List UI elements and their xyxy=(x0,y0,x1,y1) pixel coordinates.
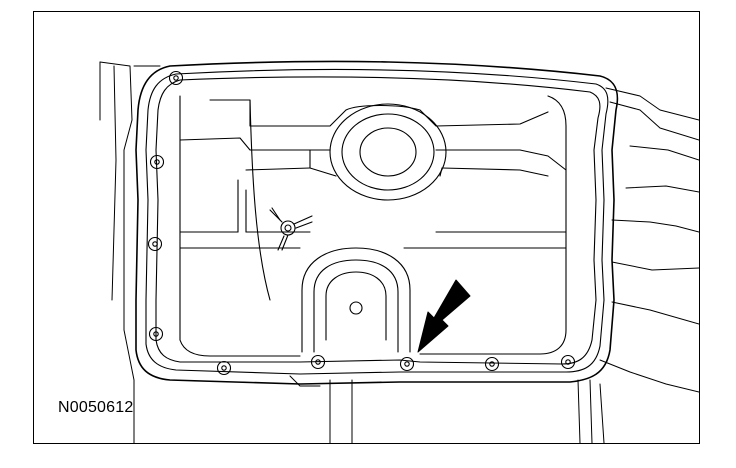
arrow-pointer-icon xyxy=(417,279,471,353)
figure-id-label: N0050612 xyxy=(58,399,134,416)
pan-flange-inner xyxy=(145,68,609,375)
drain-plug-icon xyxy=(349,301,363,315)
bolt-icon xyxy=(399,356,415,372)
bolt-icon xyxy=(148,326,164,342)
pan-bolts xyxy=(147,70,576,376)
background-structure xyxy=(99,61,699,443)
bolt-icon xyxy=(560,354,576,370)
bolt-icon xyxy=(149,154,165,170)
bolt-icon xyxy=(168,70,184,86)
bolt-icon xyxy=(147,236,163,252)
bolt-icon xyxy=(310,354,326,370)
baffle-fitting xyxy=(269,207,313,251)
bolt-icon xyxy=(216,360,232,376)
bolt-icon xyxy=(484,356,500,372)
pan-flange-lip xyxy=(155,76,601,365)
drain-recess xyxy=(301,247,411,353)
center-boss xyxy=(309,103,521,201)
pan-flange-outer xyxy=(135,60,619,385)
pan-body-contours xyxy=(179,95,567,357)
